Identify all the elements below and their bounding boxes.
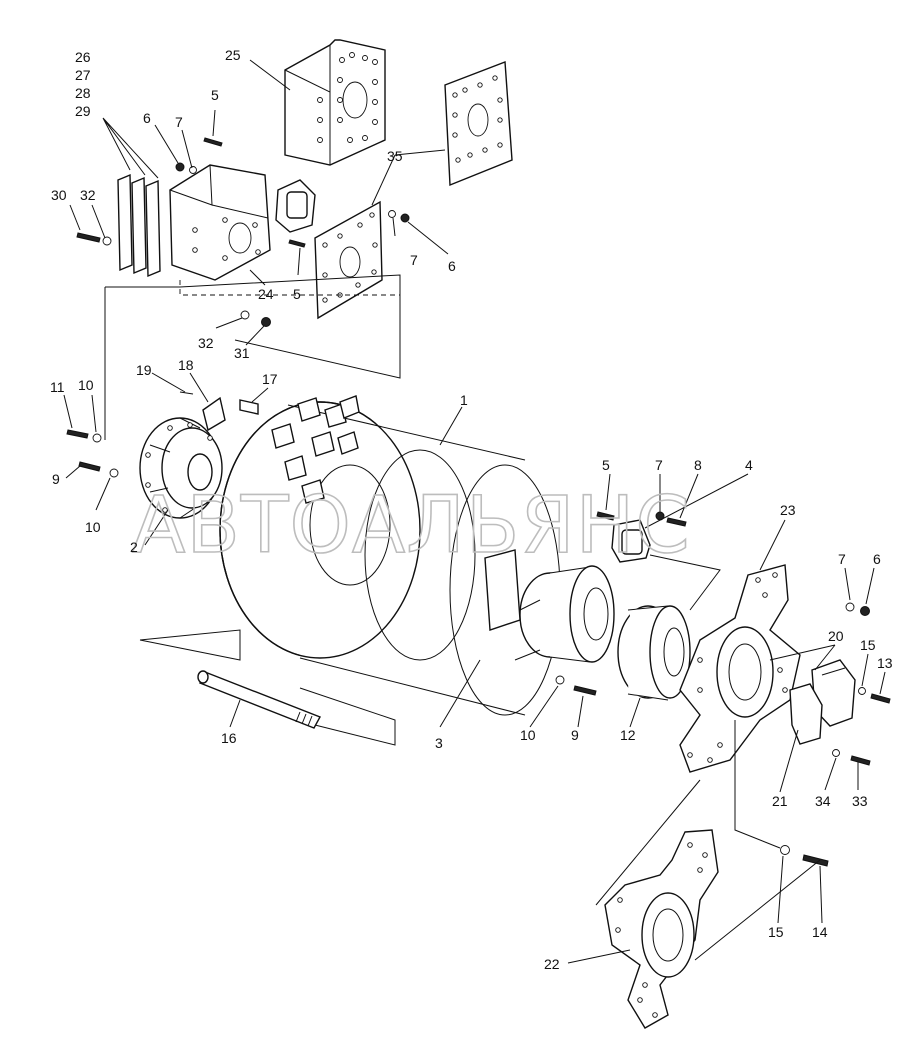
- callout-7-top: 7: [175, 114, 183, 130]
- fasteners-upper: [76, 137, 410, 327]
- callout-32-top: 32: [80, 187, 96, 203]
- callout-1: 1: [460, 392, 468, 408]
- callout-15-bottom: 15: [768, 924, 784, 940]
- callout-24: 24: [258, 286, 274, 302]
- part-35-plate-lower: [314, 200, 383, 320]
- callout-9-left: 9: [52, 471, 60, 487]
- watermark: АВТОАЛЬЯНС: [132, 481, 691, 571]
- part-22-mount-plate: [604, 829, 719, 1029]
- callout-26: 26: [75, 49, 91, 65]
- callout-33: 33: [852, 793, 868, 809]
- part-23-mount-plate: [679, 564, 801, 773]
- callout-16: 16: [221, 730, 237, 746]
- part-20-21-rubber-mounts: [789, 659, 856, 745]
- callout-5-right: 5: [602, 457, 610, 473]
- callout-5-top: 5: [211, 87, 219, 103]
- callout-32-mid: 32: [198, 335, 214, 351]
- fasteners-right: [780, 602, 891, 867]
- part-25-u-bracket: [284, 39, 386, 166]
- callout-18: 18: [178, 357, 194, 373]
- part-2-left-hub: [139, 417, 223, 519]
- part-26-29-shims: [117, 173, 161, 278]
- callout-29: 29: [75, 103, 91, 119]
- callout-6-upper-right: 6: [448, 258, 456, 274]
- callout-9-bottom: 9: [571, 727, 579, 743]
- callout-2: 2: [130, 539, 138, 555]
- callout-7-right: 7: [655, 457, 663, 473]
- part-12-gearbox: [617, 605, 691, 701]
- callout-17: 17: [262, 371, 278, 387]
- callout-10-bottom: 10: [520, 727, 536, 743]
- callout-labels: 25 26 27 28 29 5 6 7 35 30 32 7 6 24 5 3…: [50, 47, 893, 972]
- callout-7-far-right: 7: [838, 551, 846, 567]
- callout-8: 8: [694, 457, 702, 473]
- part-4-bearing-housing-upper: [275, 179, 316, 233]
- callout-6-far-right: 6: [873, 551, 881, 567]
- callout-31: 31: [234, 345, 250, 361]
- callout-10-top: 10: [78, 377, 94, 393]
- callout-30: 30: [51, 187, 67, 203]
- part-4-bearing-housing-right: [611, 519, 651, 563]
- fasteners-left: [66, 391, 259, 478]
- callout-23: 23: [780, 502, 796, 518]
- callout-5-mid: 5: [293, 286, 301, 302]
- callout-6-top: 6: [143, 110, 151, 126]
- part-35-plate-upper: [444, 61, 513, 187]
- callout-12: 12: [620, 727, 636, 743]
- leader-lines: [63, 59, 886, 964]
- part-16-shaft: [197, 670, 321, 729]
- callout-27: 27: [75, 67, 91, 83]
- callout-7-upper-right: 7: [410, 252, 418, 268]
- callout-22: 22: [544, 956, 560, 972]
- callout-3: 3: [435, 735, 443, 751]
- callout-4: 4: [745, 457, 753, 473]
- callout-19: 19: [136, 362, 152, 378]
- callout-25: 25: [225, 47, 241, 63]
- callout-35: 35: [387, 148, 403, 164]
- callout-34: 34: [815, 793, 831, 809]
- part-3-motor-flange: [484, 549, 615, 663]
- callout-21: 21: [772, 793, 788, 809]
- callout-10-left: 10: [85, 519, 101, 535]
- callout-11: 11: [50, 379, 65, 395]
- part-1-drum: [219, 395, 561, 716]
- callout-15-right: 15: [860, 637, 876, 653]
- callout-28: 28: [75, 85, 91, 101]
- callout-14: 14: [812, 924, 828, 940]
- part-24-u-bracket: [169, 164, 271, 281]
- callout-13: 13: [877, 655, 893, 671]
- callout-20: 20: [828, 628, 844, 644]
